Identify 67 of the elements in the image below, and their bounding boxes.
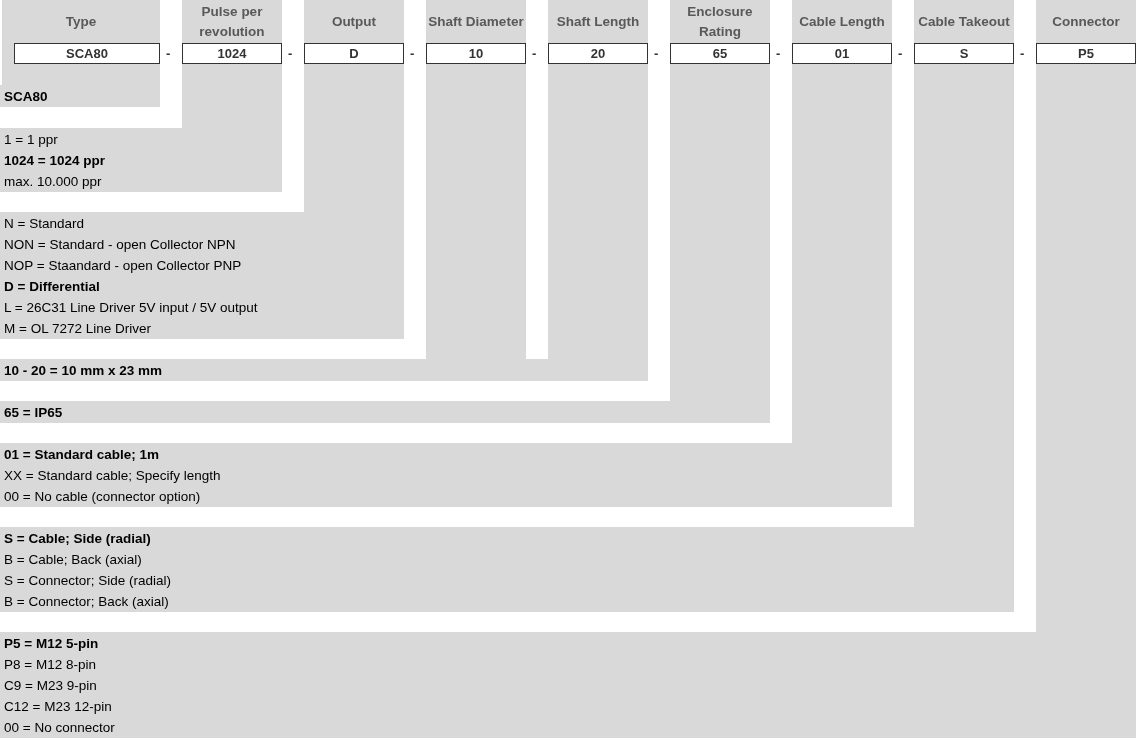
column-header: Type <box>65 12 97 31</box>
separator-dash: - <box>776 46 781 61</box>
column-header-panel <box>304 0 404 212</box>
description-line: 1 = 1 ppr <box>3 131 58 149</box>
description-line: 00 = No connector <box>3 719 115 737</box>
column-header: Cable Takeout <box>918 12 1010 31</box>
column-header-panel <box>1036 0 1136 632</box>
column-header: Cable Length <box>799 12 885 31</box>
separator-dash: - <box>654 46 659 61</box>
description-line: P8 = M12 8-pin <box>3 656 96 674</box>
description-line: 1024 = 1024 ppr <box>3 152 105 170</box>
column-header: Enclosure Rating <box>686 2 754 41</box>
description-line: P5 = M12 5-pin <box>3 635 99 653</box>
description-line: 00 = No cable (connector option) <box>3 488 201 506</box>
column-header: Shaft Diameter <box>428 12 524 31</box>
column-header-panel <box>548 0 648 359</box>
description-line: C9 = M23 9-pin <box>3 677 97 695</box>
description-line: D = Differential <box>3 278 100 296</box>
description-line: S = Cable; Side (radial) <box>3 530 151 548</box>
code-field: D <box>304 43 404 64</box>
column-header: Pulse per revolution <box>198 2 266 41</box>
separator-dash: - <box>410 46 415 61</box>
column-header-panel <box>792 0 892 443</box>
description-line: M = OL 7272 Line Driver <box>3 320 151 338</box>
description-line: NOP = Staandard - open Collector PNP <box>3 257 242 275</box>
column-header-panel <box>182 0 282 128</box>
description-line: 10 - 20 = 10 mm x 23 mm <box>3 362 162 380</box>
description-line: NON = Standard - open Collector NPN <box>3 236 236 254</box>
code-field: S <box>914 43 1014 64</box>
description-line: 01 = Standard cable; 1m <box>3 446 159 464</box>
column-header-panel <box>670 0 770 401</box>
column-header: Connector <box>1052 12 1120 31</box>
description-panel <box>0 359 648 381</box>
description-line: SCA80 <box>3 88 48 106</box>
description-line: C12 = M23 12-pin <box>3 698 112 716</box>
code-field: 01 <box>792 43 892 64</box>
separator-dash: - <box>532 46 537 61</box>
column-header-panel <box>2 0 160 85</box>
code-field: 65 <box>670 43 770 64</box>
separator-dash: - <box>166 46 171 61</box>
description-panel <box>0 527 1014 612</box>
separator-dash: - <box>898 46 903 61</box>
column-header-panel <box>914 0 1014 527</box>
description-line: N = Standard <box>3 215 84 233</box>
description-line: B = Connector; Back (axial) <box>3 593 169 611</box>
code-field: 20 <box>548 43 648 64</box>
description-panel <box>0 401 770 423</box>
description-line: XX = Standard cable; Specify length <box>3 467 221 485</box>
description-line: S = Connector; Side (radial) <box>3 572 171 590</box>
separator-dash: - <box>288 46 293 61</box>
description-panel <box>0 212 404 339</box>
column-header: Shaft Length <box>556 12 640 31</box>
code-field: SCA80 <box>14 43 160 64</box>
code-field: 1024 <box>182 43 282 64</box>
code-field: P5 <box>1036 43 1136 64</box>
column-header: Output <box>331 12 377 31</box>
description-panel <box>0 632 1136 738</box>
description-panel <box>0 443 892 507</box>
description-line: B = Cable; Back (axial) <box>3 551 142 569</box>
code-field: 10 <box>426 43 526 64</box>
description-line: max. 10.000 ppr <box>3 173 102 191</box>
description-line: 65 = IP65 <box>3 404 63 422</box>
separator-dash: - <box>1020 46 1025 61</box>
description-panel <box>0 85 160 107</box>
column-header-panel <box>426 0 526 359</box>
description-line: L = 26C31 Line Driver 5V input / 5V output <box>3 299 258 317</box>
description-panel <box>0 128 282 192</box>
